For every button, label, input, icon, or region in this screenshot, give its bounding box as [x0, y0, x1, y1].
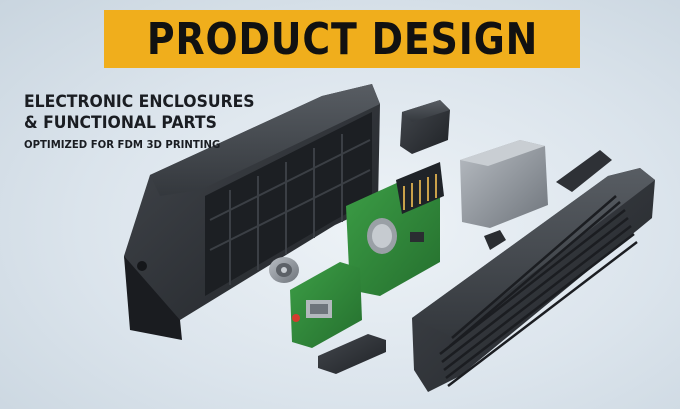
banner-title: PRODUCT DESIGN [146, 13, 538, 65]
metal-battery-plate [460, 140, 548, 228]
enclosure-back-lid [412, 150, 655, 392]
subtitle-line-1: ELECTRONIC ENCLOSURES [24, 92, 255, 112]
pcb-board-main [346, 162, 444, 296]
subtitle-line-2: & FUNCTIONAL PARTS [24, 113, 217, 133]
enclosure-housing [124, 84, 380, 340]
pcb-board-usb [290, 262, 362, 348]
small-clip-part [484, 230, 506, 250]
title-banner: PRODUCT DESIGN [104, 10, 580, 68]
cable-cap-part [400, 100, 450, 154]
button-cover-part [318, 334, 386, 374]
subtitle-block: ELECTRONIC ENCLOSURES & FUNCTIONAL PARTS… [24, 92, 275, 154]
round-metal-connector [269, 257, 299, 283]
subtitle-line-3: OPTIMIZED FOR FDM 3D PRINTING [24, 138, 221, 151]
